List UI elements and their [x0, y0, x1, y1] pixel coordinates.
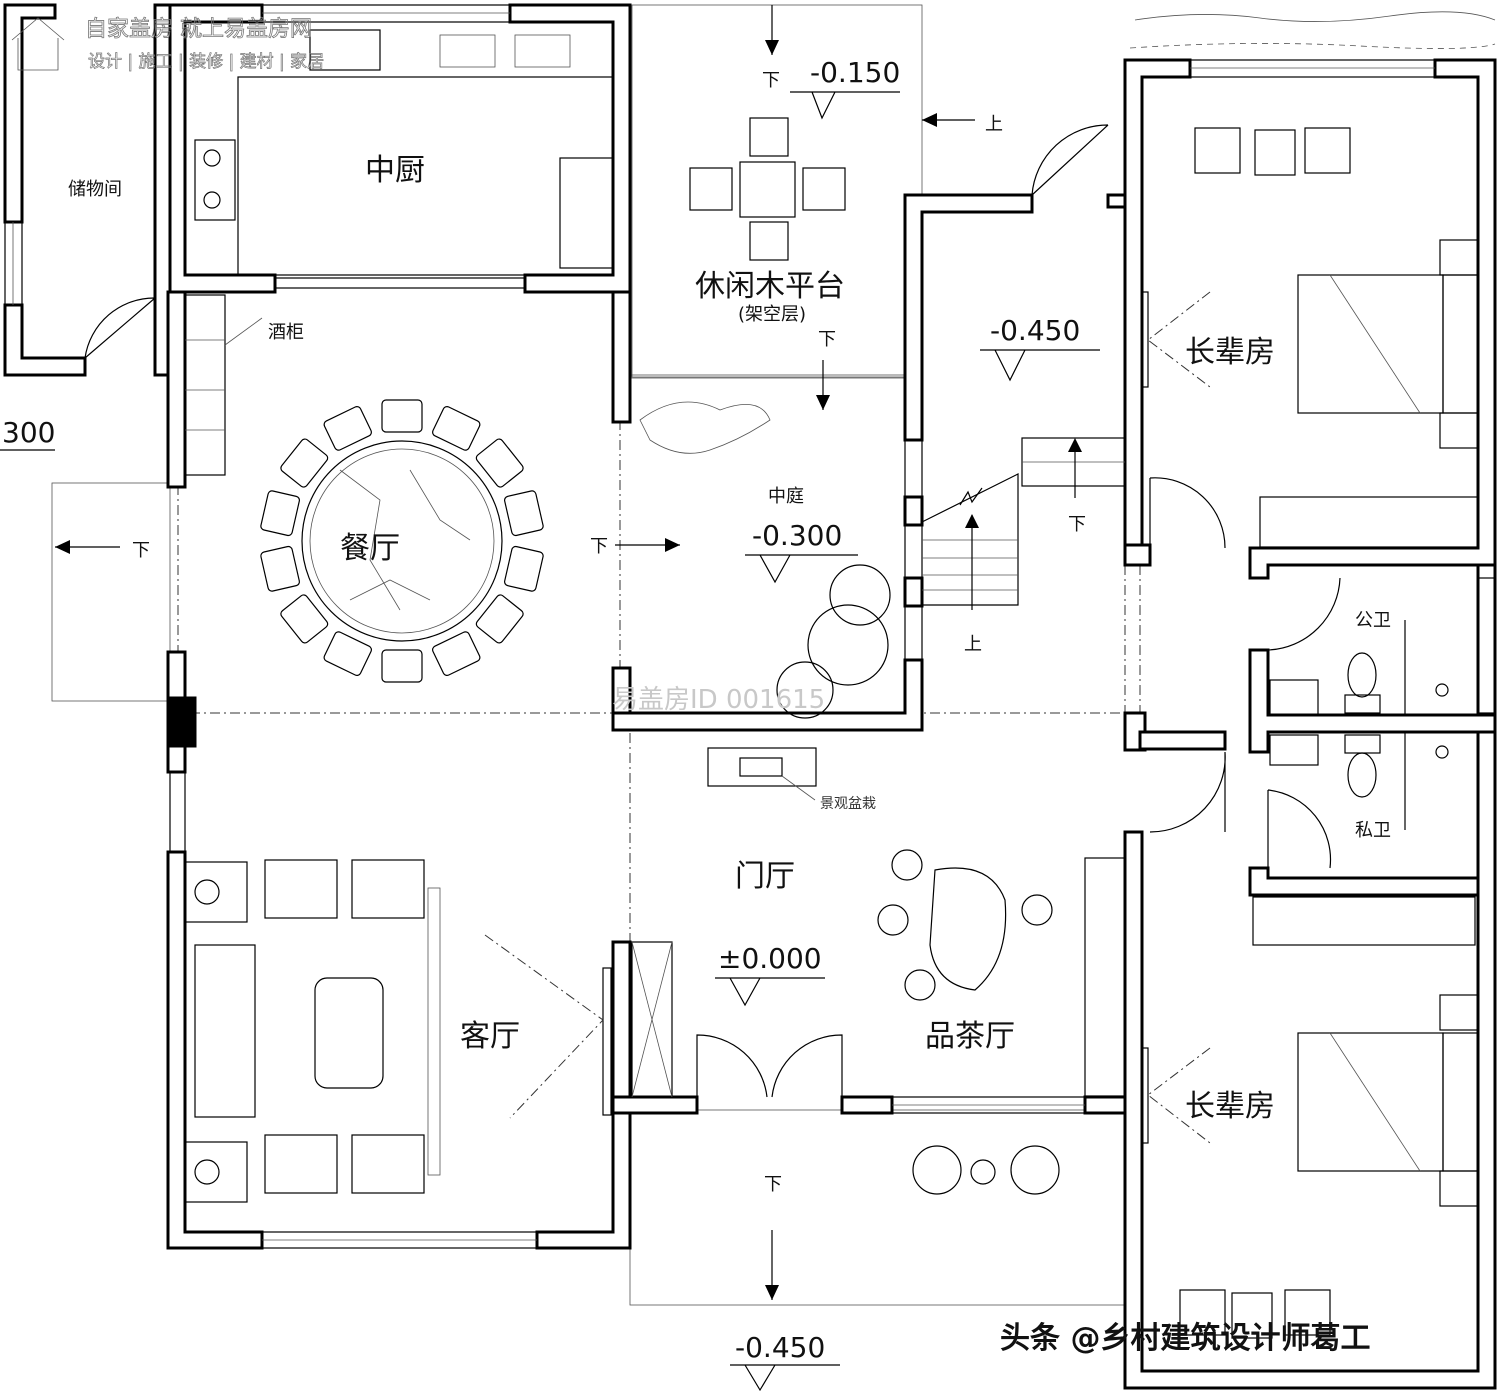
dining-chair — [475, 438, 524, 488]
dining-chair — [280, 438, 329, 488]
label-foyer: 门厅 — [735, 859, 795, 894]
label-courtyard: 中庭 — [768, 486, 804, 507]
dining-chair — [280, 594, 329, 644]
dining-chair — [260, 490, 300, 537]
label-tea-room: 品茶厅 — [925, 1019, 1015, 1054]
deck-furniture — [689, 117, 846, 261]
dining-chair — [323, 406, 372, 451]
foyer-furniture — [631, 291, 1211, 1195]
dining-chair — [381, 399, 423, 433]
dining-chair — [381, 649, 423, 683]
label-wood-deck-sub: (架空层) — [738, 304, 806, 325]
direction-arrows — [55, 5, 975, 1300]
elevation-left-edge: 300 — [2, 416, 55, 449]
dining-chair — [432, 406, 481, 451]
down-label-entry: 下 — [764, 1174, 782, 1195]
label-public-wc: 公卫 — [1355, 610, 1391, 631]
down-label-stair: 下 — [1068, 514, 1086, 535]
watermark-brand-line: 自家盖房 就上易盖房网 — [85, 17, 312, 42]
label-planter: 景观盆栽 — [820, 796, 876, 812]
dining-chair — [323, 631, 372, 676]
stair — [921, 437, 1126, 610]
terrain-line — [1129, 11, 1496, 49]
direction-labels: 下 上 下 下 上 下 下 下 — [132, 70, 1086, 1195]
label-private-wc: 私卫 — [1355, 820, 1391, 841]
label-storage: 储物间 — [68, 179, 122, 200]
dining-chair — [260, 545, 300, 592]
up-label-deck: 上 — [985, 114, 1003, 135]
down-label-courtyard: 下 — [818, 329, 836, 350]
elevation-courtyard: -0.300 — [752, 519, 842, 552]
dining-chair — [504, 490, 544, 537]
bathroom-fixtures — [1269, 620, 1449, 830]
down-label-dining: 下 — [590, 536, 608, 557]
down-label-west: 下 — [132, 540, 150, 561]
windows — [4, 4, 1496, 1249]
elevation-entry: -0.450 — [735, 1331, 825, 1364]
elevation-labels: -0.150 -0.450 -0.300 ±0.000 -0.450 300 — [2, 56, 1080, 1364]
label-wine-cabinet: 酒柜 — [268, 322, 304, 343]
elevation-deck: -0.150 — [810, 56, 900, 89]
elevation-stair-hall: -0.450 — [990, 314, 1080, 347]
dining-chair — [475, 594, 524, 644]
elevation-markers — [0, 91, 1100, 1392]
living-furniture — [184, 859, 604, 1203]
courtyard-greenery — [639, 401, 891, 719]
elder-room-bottom-furniture — [1179, 896, 1479, 1339]
label-dining: 餐厅 — [340, 531, 400, 566]
up-label-stair: 上 — [964, 634, 982, 655]
down-label-deck: 下 — [762, 70, 780, 91]
elevation-foyer: ±0.000 — [718, 942, 822, 975]
watermark-id: 易盖房ID 001615 — [612, 685, 825, 715]
doors — [84, 124, 1341, 1144]
author-credit: 头条 @乡村建筑设计师葛工 — [1000, 1321, 1370, 1356]
brand-watermark: 自家盖房 就上易盖房网 设计 | 施工 | 装修 | 建材 | 家居 — [11, 17, 324, 72]
label-kitchen: 中厨 — [365, 153, 425, 188]
room-labels: 储物间 中厨 休闲木平台 (架空层) 酒柜 餐厅 中庭 长辈房 公卫 私卫 门厅… — [68, 153, 1391, 1124]
dining-chair — [504, 545, 544, 592]
dining-table — [260, 399, 544, 683]
label-living: 客厅 — [460, 1019, 520, 1054]
watermark-tagline: 设计 | 施工 | 装修 | 建材 | 家居 — [88, 52, 324, 72]
dining-chair — [432, 631, 481, 676]
label-elder-room-bottom: 长辈房 — [1185, 1089, 1275, 1124]
label-elder-room-top: 长辈房 — [1185, 335, 1275, 370]
elder-room-top-furniture — [1194, 127, 1479, 548]
label-wood-deck: 休闲木平台 — [695, 269, 845, 304]
kitchen-fixtures — [194, 29, 614, 276]
wine-cabinet-shape — [184, 294, 263, 476]
